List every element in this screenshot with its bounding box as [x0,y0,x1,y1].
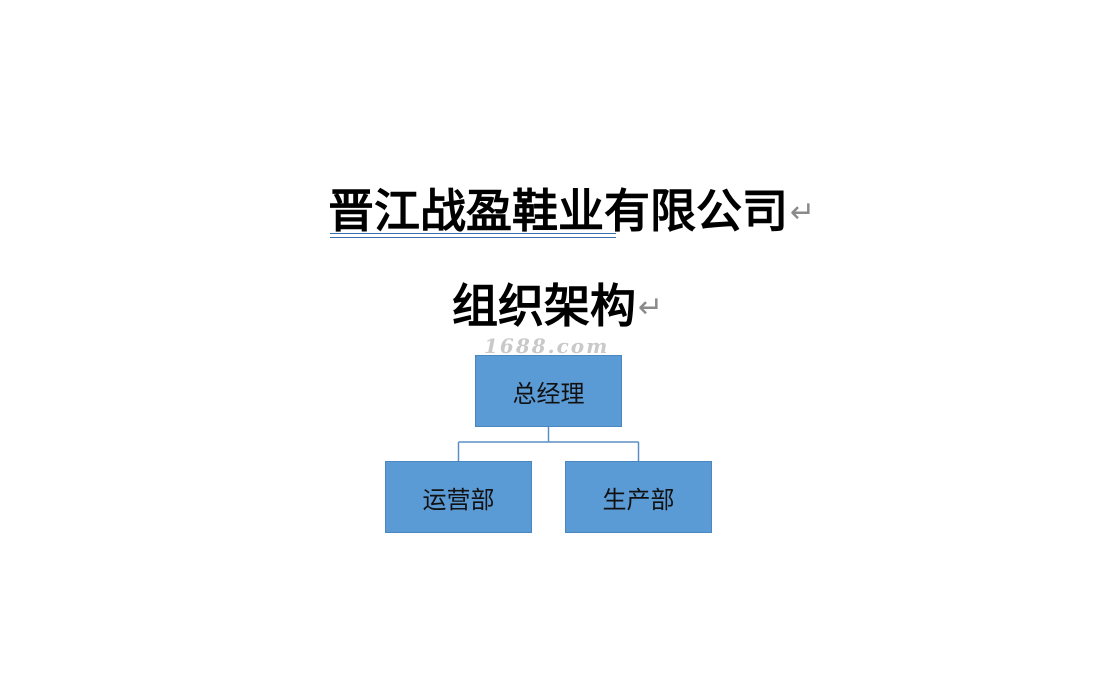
org-node-label: 运营部 [422,485,495,514]
org-node-operations[interactable]: 运营部 [385,461,532,533]
paragraph-mark-icon: ↵ [638,289,664,325]
spellcheck-underline [330,233,616,234]
org-structure-heading: 组织架构↵ [452,278,663,338]
org-node-production[interactable]: 生产部 [565,461,712,533]
org-node-general-manager[interactable]: 总经理 [475,355,622,427]
org-node-label: 生产部 [602,485,675,514]
company-title-text: 晋江战盈鞋业有限公司 [328,184,788,238]
paragraph-mark-icon: ↵ [790,194,816,230]
watermark: 1688.com [484,334,610,358]
org-structure-heading-text: 组织架构 [452,279,636,333]
org-node-label: 总经理 [512,379,585,408]
spellcheck-underline-secondary [330,237,616,238]
company-title: 晋江战盈鞋业有限公司↵ [328,183,815,243]
